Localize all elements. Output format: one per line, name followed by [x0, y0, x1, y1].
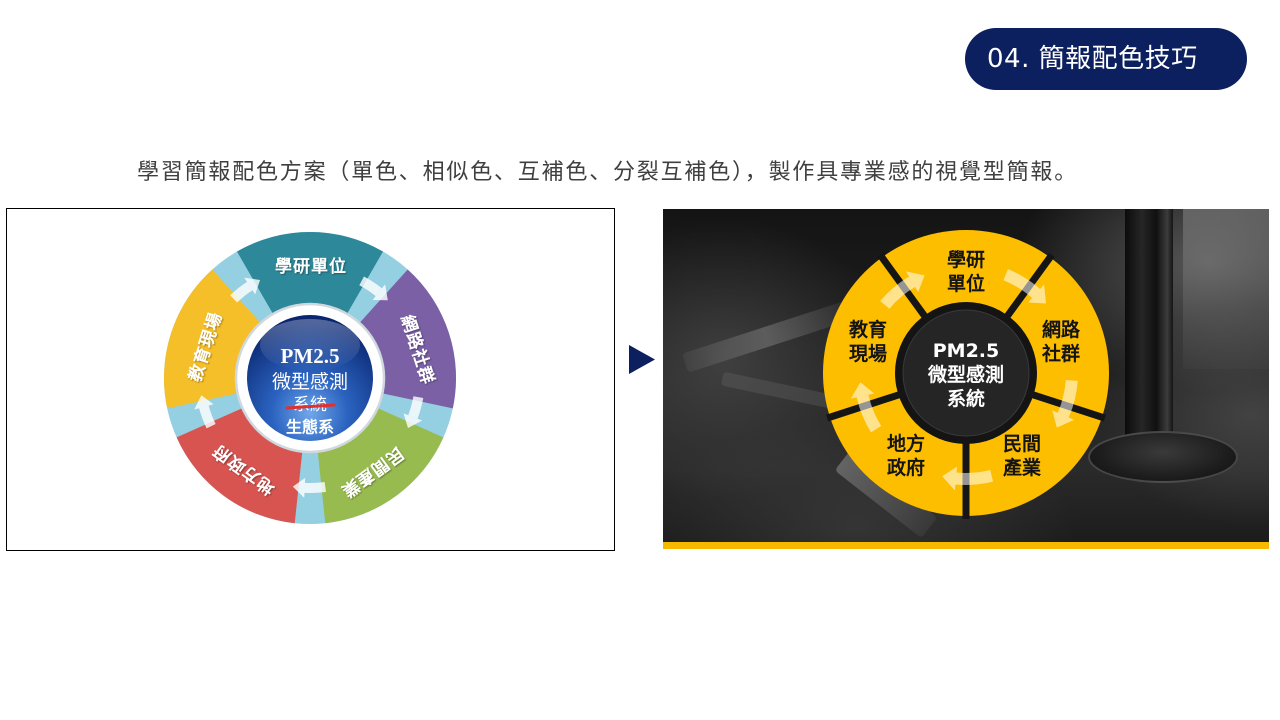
triangle-right-icon — [629, 345, 655, 374]
segment-local-government — [176, 408, 303, 524]
hub-title: PM2.5 — [281, 344, 340, 368]
curved-arrow-icon — [403, 396, 424, 428]
hub-subtitle: 微型感測 — [272, 371, 348, 393]
flow-arrows — [850, 269, 1078, 491]
curved-arrow-icon — [359, 276, 388, 301]
before-example-panel: 學研單位 網路社群 民間產業 地方政府 教育現場 PM2.5 微型感測 系統 生… — [6, 208, 615, 551]
ring-segments — [164, 231, 456, 524]
hub-title: PM2.5 — [933, 340, 1000, 362]
segment-label-private-industry-line1: 民間 — [1003, 433, 1041, 455]
hub-gloss — [260, 319, 360, 371]
segment-research — [237, 231, 383, 314]
segment-label-online-community-line1: 網路 — [1042, 318, 1081, 341]
section-title-badge: 04. 簡報配色技巧 — [965, 28, 1247, 90]
segment-label-private-industry-line2: 產業 — [1003, 456, 1042, 479]
curved-arrow-icon — [1003, 269, 1046, 304]
curved-arrow-icon — [1052, 379, 1078, 428]
segment-label-education-line1: 教育 — [849, 318, 887, 341]
curved-arrow-icon — [230, 277, 261, 303]
segment-label-local-government-line2: 政府 — [887, 456, 925, 479]
segment-label-research-line2: 單位 — [947, 272, 985, 295]
segment-education — [164, 269, 261, 409]
hub-third-line: 系統 — [947, 387, 985, 410]
hub-replacement-text: 生態系 — [286, 418, 334, 437]
intro-sentence: 學習簡報配色方案（單色、相似色、互補色、分裂互補色），製作具專業感的視覺型簡報。 — [137, 160, 1079, 185]
background-photo-pipe — [1125, 209, 1173, 459]
before-ring-diagram: 學研單位 網路社群 民間產業 地方政府 教育現場 PM2.5 微型感測 系統 生… — [164, 231, 456, 524]
after-ring-diagram: 學研 單位 網路 社群 民間 產業 地方 政府 教育 現場 PM2.5 微型感測… — [823, 230, 1109, 519]
curved-arrow-icon — [850, 382, 882, 433]
strikethrough-line — [285, 403, 336, 410]
segment-labels: 學研 單位 網路 社群 民間 產業 地方 政府 教育 現場 — [849, 249, 1081, 479]
flow-arrows — [194, 276, 424, 498]
curved-arrow-icon — [194, 395, 216, 429]
accent-bar — [663, 542, 1269, 549]
curved-arrow-icon — [292, 477, 327, 498]
background-photo-flange — [1088, 431, 1238, 483]
segment-label-research-line1: 學研 — [947, 249, 985, 271]
segment-label-education-line2: 現場 — [849, 343, 887, 365]
segment-label-research: 學研單位 — [275, 256, 347, 277]
curved-arrow-icon — [880, 271, 925, 309]
background-photo-window — [1183, 209, 1269, 369]
segment-label-online-community-line2: 社群 — [1041, 342, 1080, 365]
section-title: 04. 簡報配色技巧 — [987, 44, 1198, 74]
hub-circle — [902, 309, 1030, 437]
segment-private-industry — [317, 408, 444, 524]
hub-struck-text: 系統 — [293, 395, 327, 415]
hub-subtitle: 微型感測 — [927, 363, 1004, 386]
segment-label-local-government-line1: 地方 — [887, 432, 925, 455]
curved-arrow-icon — [942, 466, 994, 491]
after-example-panel: 學研 單位 網路 社群 民間 產業 地方 政府 教育 現場 PM2.5 微型感測… — [663, 209, 1269, 542]
segment-online-community — [359, 269, 456, 409]
